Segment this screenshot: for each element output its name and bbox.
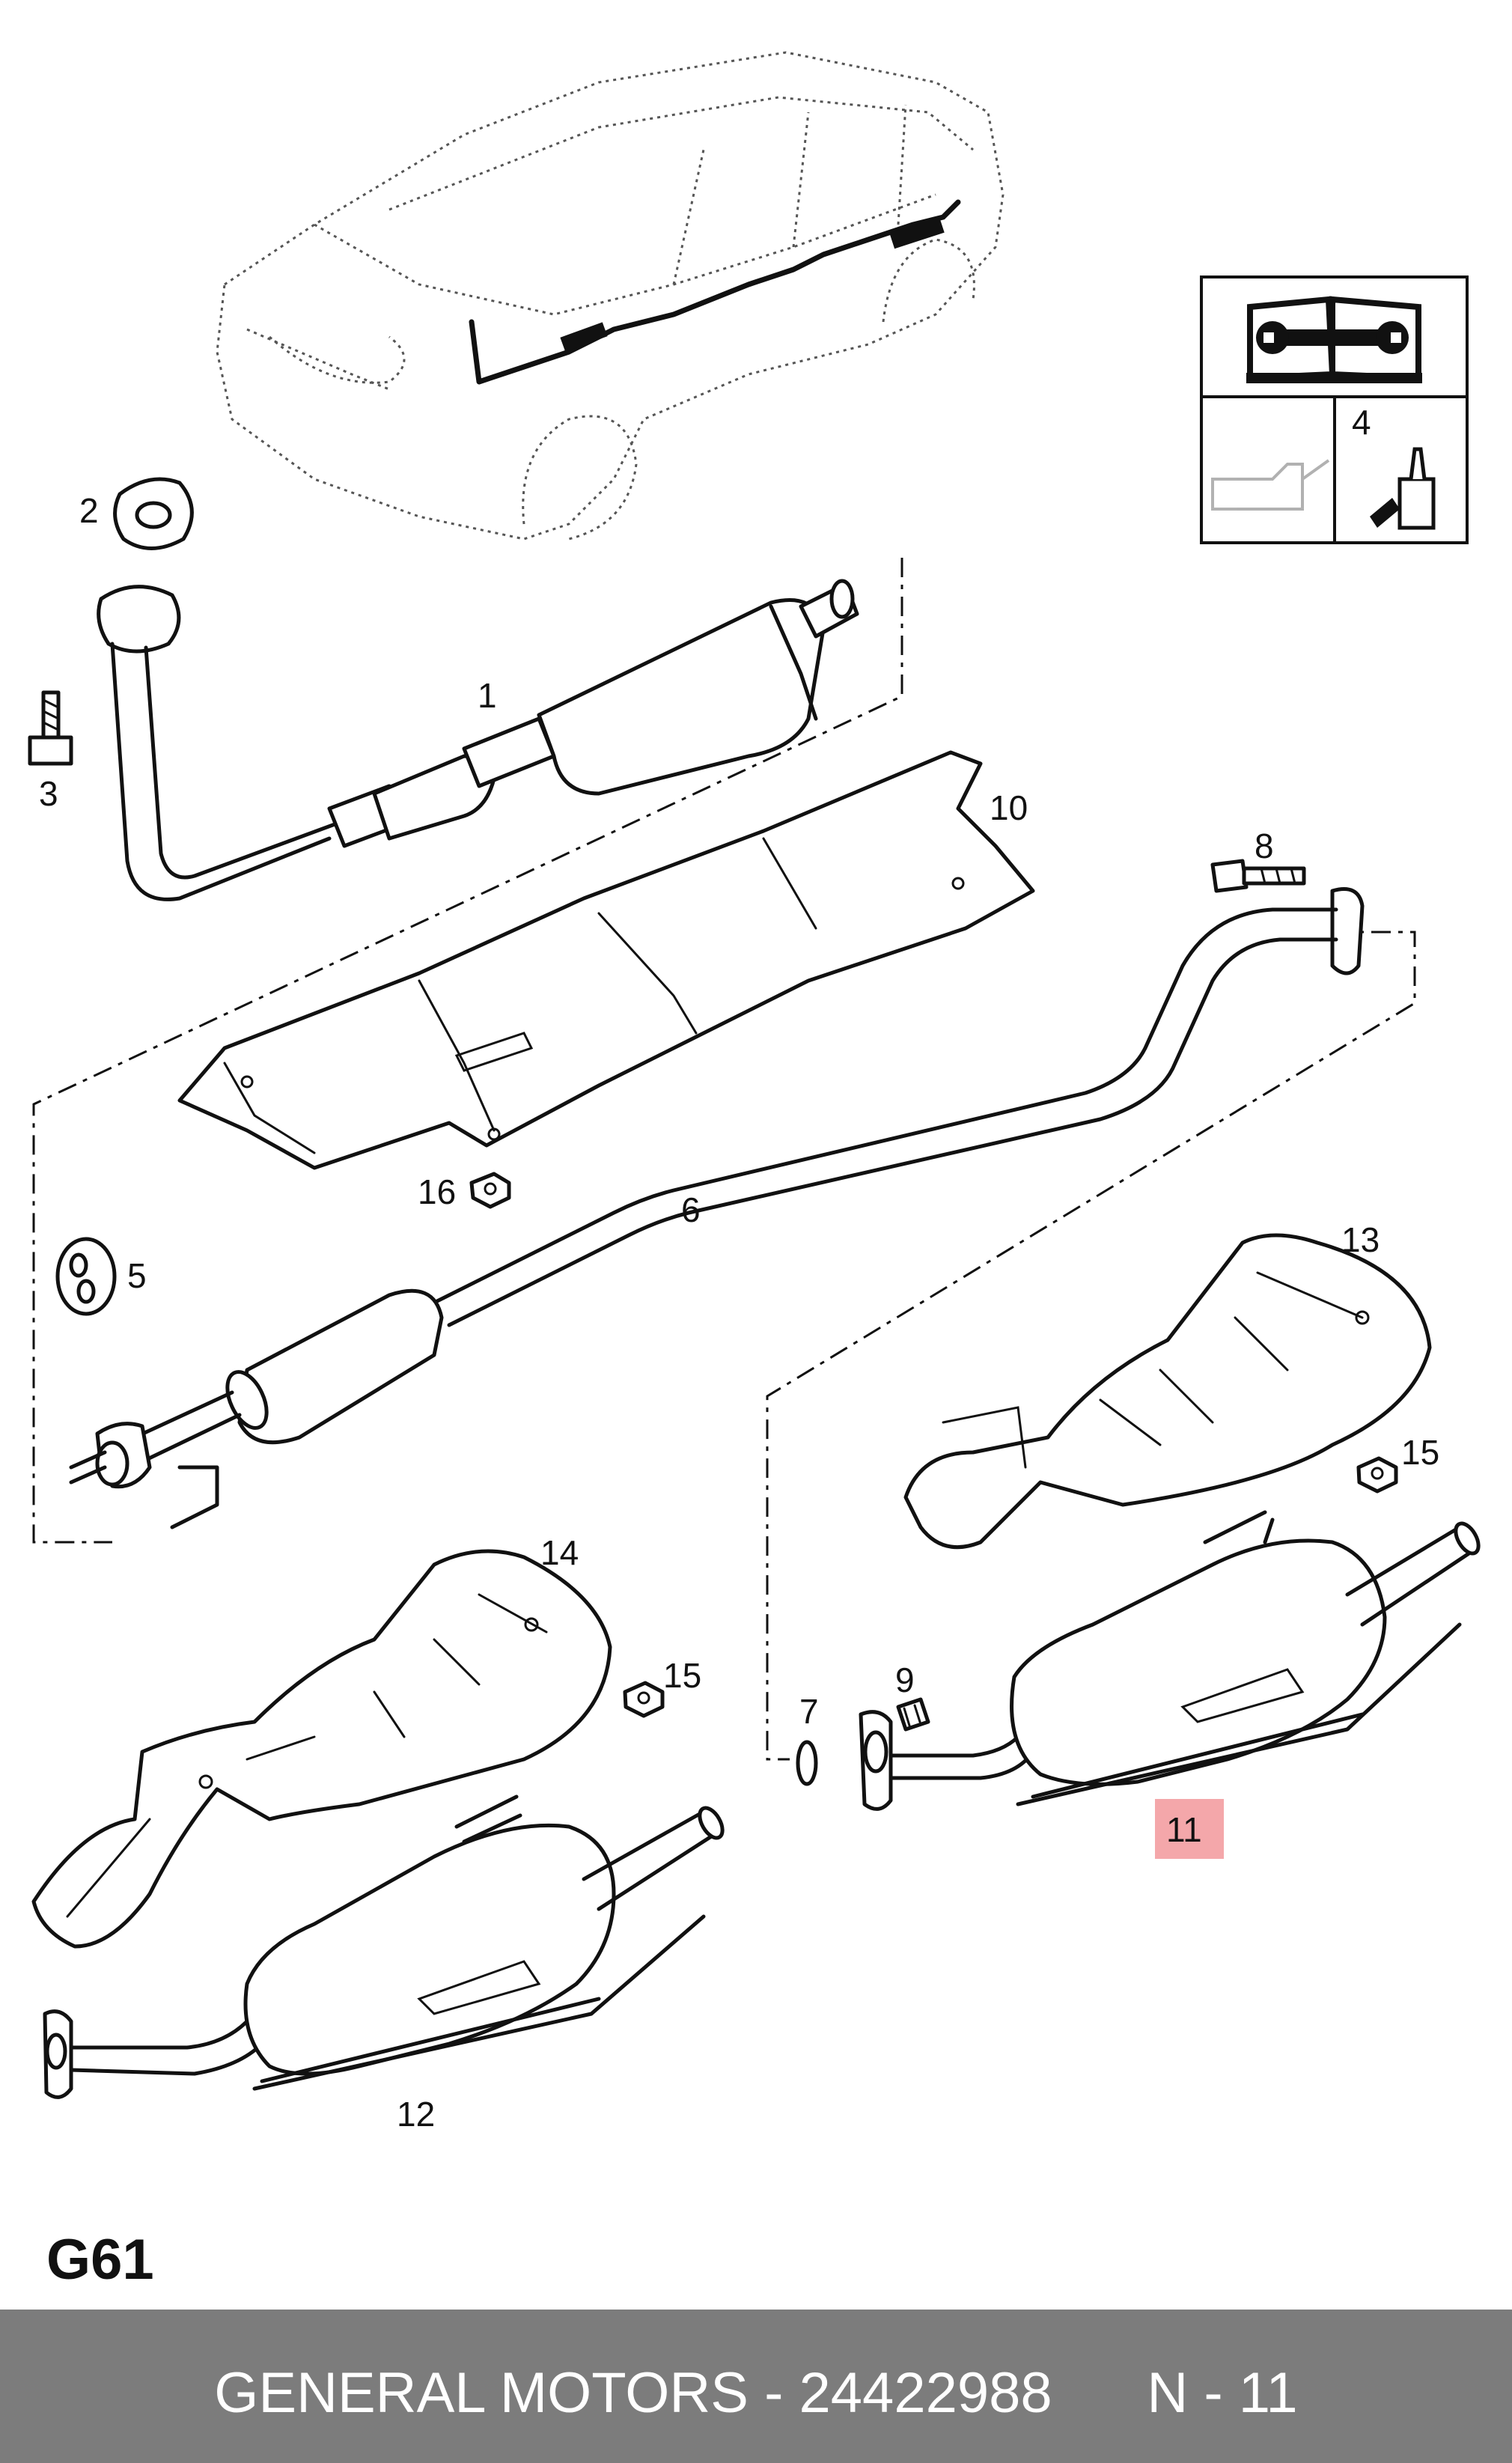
callout-15-upper: 15 <box>1401 1433 1439 1472</box>
callout-13: 13 <box>1341 1220 1380 1259</box>
callout-11: 11 <box>1166 1810 1202 1849</box>
reference-icon-box <box>1200 275 1469 544</box>
section-code: G61 <box>46 2228 154 2292</box>
part-2-gasket <box>113 477 194 550</box>
part-15-nut-upper <box>1356 1456 1398 1494</box>
part-3-bolt <box>28 690 73 766</box>
callout-3: 3 <box>39 774 58 813</box>
group-boundary-rear <box>766 931 1416 1761</box>
part-8-bolt <box>1210 859 1306 893</box>
callout-9: 9 <box>895 1660 915 1699</box>
part-10-heat-shield <box>177 750 1035 1170</box>
part-16-nut <box>469 1172 511 1209</box>
part-15-nut-lower <box>623 1681 665 1718</box>
part-number-caption: GENERAL MOTORS - 24422988 N - 11 <box>214 2361 1298 2425</box>
callout-14: 14 <box>540 1533 579 1572</box>
callout-12: 12 <box>397 2095 435 2134</box>
callout-7: 7 <box>799 1692 819 1731</box>
callout-labels: 1 2 3 4 5 6 7 8 9 10 11 12 13 14 15 15 1… <box>39 403 1439 2134</box>
car-outline <box>216 51 1005 541</box>
footer-bar: GENERAL MOTORS - 24422988 N - 11 <box>0 2310 1512 2463</box>
sealant-bottle-icon <box>1370 447 1436 530</box>
group-boundary-front <box>32 558 903 1544</box>
part-11-rear-silencer <box>859 1510 1481 1811</box>
callout-5: 5 <box>127 1256 147 1295</box>
callout-2: 2 <box>79 491 99 530</box>
wrench-icon <box>1256 321 1409 354</box>
part-5-rubber-hanger <box>55 1237 117 1316</box>
callout-4: 4 <box>1352 403 1371 442</box>
part-1-front-pipe-catalyst <box>97 579 859 901</box>
callout-6: 6 <box>681 1190 701 1229</box>
part-7-seal-ring <box>796 1740 818 1786</box>
part-9-clamp <box>896 1697 930 1732</box>
callout-15-lower: 15 <box>663 1656 701 1695</box>
exhaust-system-diagram: 1 2 3 4 5 6 7 8 9 10 11 12 13 14 15 15 1… <box>28 51 1481 2134</box>
callout-16: 16 <box>418 1172 456 1211</box>
callout-1: 1 <box>478 676 497 715</box>
callout-11-highlight <box>1155 1799 1224 1859</box>
part-13-rear-heat-shield <box>903 1233 1432 1550</box>
part-6-intermediate-pipe <box>69 887 1365 1529</box>
oil-can-icon <box>1211 459 1330 511</box>
part-12-rear-silencer <box>43 1794 725 2099</box>
callout-8: 8 <box>1255 826 1274 865</box>
part-14-rear-heat-shield <box>31 1549 612 1949</box>
callout-10: 10 <box>990 788 1028 827</box>
